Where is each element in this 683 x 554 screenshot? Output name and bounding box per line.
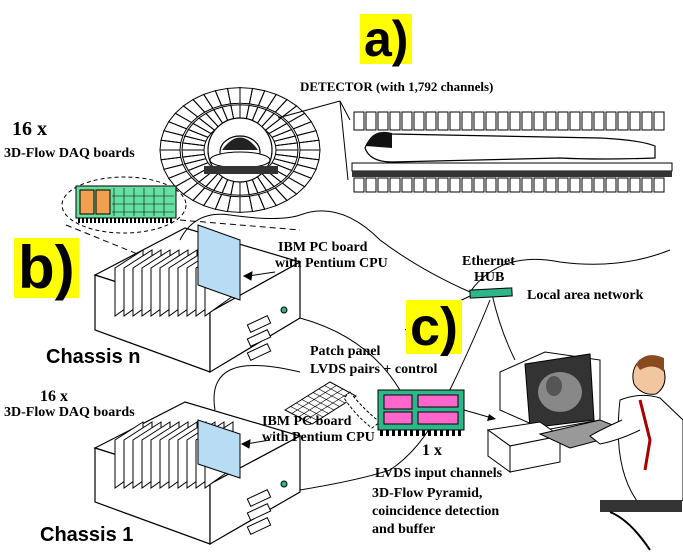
detector-ring-block bbox=[261, 113, 281, 130]
detector-ring-block bbox=[160, 150, 181, 160]
detector-ring-block bbox=[188, 123, 211, 137]
detector-block-bottom bbox=[654, 178, 664, 192]
detector-block-top bbox=[630, 112, 640, 130]
pyramid-label-3: and buffer bbox=[372, 522, 435, 538]
label-a-badge: a) bbox=[360, 14, 412, 64]
chassis-n-label: Chassis n bbox=[46, 346, 140, 369]
detector-block-top bbox=[462, 112, 472, 130]
ethernet-hub bbox=[470, 288, 512, 298]
count-top-label: 16 x bbox=[12, 118, 47, 141]
detector-ring-block bbox=[276, 143, 298, 150]
detector-block-bottom bbox=[450, 178, 460, 192]
detector-ring-block bbox=[259, 91, 277, 109]
ibm-top-label-2: with Pentium CPU bbox=[275, 256, 388, 272]
detector-ring-block bbox=[182, 150, 204, 157]
detector-ring-block bbox=[240, 196, 253, 212]
detector-block-top bbox=[546, 112, 556, 130]
chassis-1-label: Chassis 1 bbox=[40, 524, 133, 547]
detector-block-bottom bbox=[354, 178, 364, 192]
count-one-label: 1 x bbox=[422, 442, 442, 460]
count-mid-label: 16 x bbox=[40, 388, 68, 406]
detector-block-top bbox=[378, 112, 388, 130]
ibm-top-label-1: IBM PC board bbox=[278, 240, 367, 256]
detector-block-top bbox=[594, 112, 604, 130]
detector-block-top bbox=[402, 112, 412, 130]
detector-block-bottom bbox=[534, 178, 544, 192]
detector-block-top bbox=[414, 112, 424, 130]
detector-ring-block bbox=[228, 88, 241, 104]
detector-block-bottom bbox=[510, 178, 520, 192]
detector-block-top bbox=[570, 112, 580, 130]
detector-block-top bbox=[642, 112, 652, 130]
detector-block-bottom bbox=[438, 178, 448, 192]
detector-block-top bbox=[450, 112, 460, 130]
detector-block-bottom bbox=[582, 178, 592, 192]
detector-block-top bbox=[522, 112, 532, 130]
detector-block-bottom bbox=[426, 178, 436, 192]
detector-ring-front-view bbox=[160, 88, 320, 213]
detector-block-top bbox=[606, 112, 616, 130]
detector-block-top bbox=[438, 112, 448, 130]
detector-block-bottom bbox=[546, 178, 556, 192]
ethernet-label: Ethernet bbox=[462, 254, 515, 270]
detector-block-bottom bbox=[522, 178, 532, 192]
detector-block-top bbox=[510, 112, 520, 130]
pyramid-label-1: 3D-Flow Pyramid, bbox=[372, 486, 482, 502]
detector-block-top bbox=[618, 112, 628, 130]
detector-block-bottom bbox=[630, 178, 640, 192]
hub-label: HUB bbox=[474, 270, 504, 286]
detector-label: DETECTOR (with 1,792 channels) bbox=[300, 79, 493, 95]
ibm-bot-label-1: IBM PC board bbox=[262, 414, 351, 430]
detector-block-bottom bbox=[594, 178, 604, 192]
detector-block-bottom bbox=[378, 178, 388, 192]
patch-label-1: Patch panel bbox=[310, 344, 380, 360]
detector-block-top bbox=[582, 112, 592, 130]
detector-block-bottom bbox=[618, 178, 628, 192]
detector-block-top bbox=[486, 112, 496, 130]
detector-block-top bbox=[534, 112, 544, 130]
detector-block-top bbox=[366, 112, 376, 130]
ibm-bot-label-2: with Pentium CPU bbox=[262, 430, 375, 446]
detector-block-top bbox=[654, 112, 664, 130]
detector-block-bottom bbox=[498, 178, 508, 192]
detector-block-bottom bbox=[402, 178, 412, 192]
label-b-badge: b) bbox=[14, 238, 79, 298]
detector-block-bottom bbox=[462, 178, 472, 192]
label-c-badge: c) bbox=[406, 300, 462, 354]
detector-block-top bbox=[498, 112, 508, 130]
detector-ring-block bbox=[193, 118, 214, 134]
detector-block-bottom bbox=[414, 178, 424, 192]
detector-block-bottom bbox=[570, 178, 580, 192]
detector-ring-block bbox=[299, 140, 320, 150]
detector-block-bottom bbox=[474, 178, 484, 192]
lan-label: Local area network bbox=[527, 288, 643, 304]
daq-mid-label: 3D-Flow DAQ boards bbox=[4, 405, 135, 421]
workstation bbox=[488, 352, 683, 550]
detector-block-top bbox=[354, 112, 364, 130]
detector-block-bottom bbox=[366, 178, 376, 192]
pyramid-label-2: coincidence detection bbox=[372, 504, 499, 520]
detector-side-view bbox=[278, 101, 672, 192]
detector-block-top bbox=[426, 112, 436, 130]
detector-block-bottom bbox=[390, 178, 400, 192]
pyramid-board bbox=[378, 390, 496, 436]
detector-block-bottom bbox=[642, 178, 652, 192]
detector-block-top bbox=[390, 112, 400, 130]
detector-block-top bbox=[474, 112, 484, 130]
detector-block-bottom bbox=[606, 178, 616, 192]
lvds-input-label: LVDS input channels bbox=[375, 466, 502, 482]
patch-label-2: LVDS pairs + control bbox=[310, 362, 437, 378]
detector-block-top bbox=[558, 112, 568, 130]
daq-top-label: 3D-Flow DAQ boards bbox=[4, 146, 135, 162]
detector-block-bottom bbox=[486, 178, 496, 192]
detector-block-bottom bbox=[558, 178, 568, 192]
detector-ring-block bbox=[272, 130, 295, 142]
detector-ring-block bbox=[204, 192, 222, 210]
